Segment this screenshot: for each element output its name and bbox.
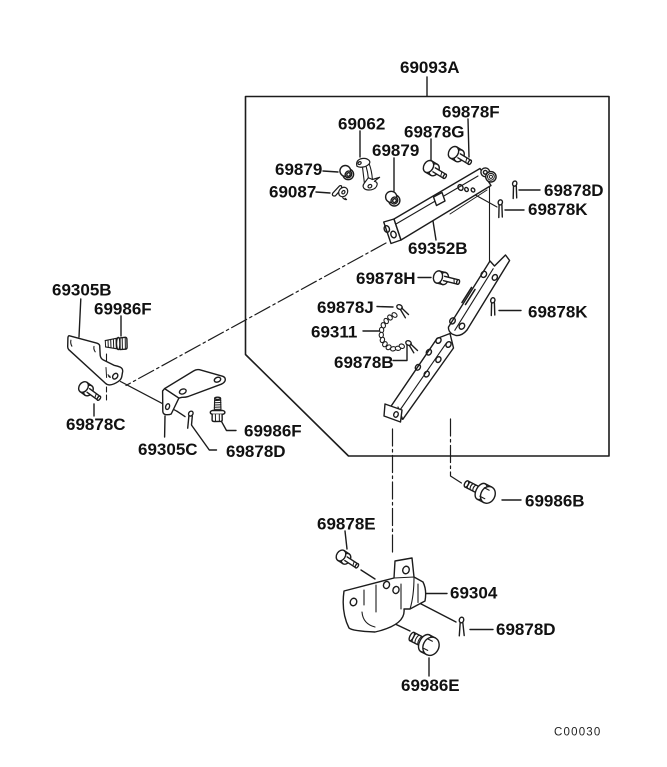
svg-text:69878D: 69878D: [226, 442, 286, 461]
svg-text:69878B: 69878B: [334, 353, 394, 372]
svg-text:69878K: 69878K: [528, 200, 588, 219]
svg-text:69087: 69087: [269, 183, 316, 202]
svg-text:69986F: 69986F: [244, 422, 302, 441]
svg-text:69878C: 69878C: [66, 415, 126, 434]
svg-text:69093A: 69093A: [400, 58, 460, 77]
svg-text:69304: 69304: [450, 584, 498, 603]
svg-text:69878H: 69878H: [356, 269, 416, 288]
svg-text:69879: 69879: [372, 141, 419, 160]
svg-text:69305B: 69305B: [52, 281, 112, 300]
svg-text:69879: 69879: [275, 160, 322, 179]
svg-text:69352B: 69352B: [408, 239, 468, 258]
svg-text:69311: 69311: [311, 323, 357, 342]
svg-text:69878K: 69878K: [528, 303, 588, 322]
svg-text:69878J: 69878J: [317, 298, 374, 317]
svg-text:69305C: 69305C: [138, 440, 198, 459]
svg-text:69986B: 69986B: [525, 492, 585, 511]
svg-text:69062: 69062: [338, 115, 385, 134]
svg-text:69878G: 69878G: [404, 123, 465, 142]
svg-text:69878E: 69878E: [317, 515, 376, 534]
svg-text:69878F: 69878F: [442, 103, 500, 122]
svg-text:69986F: 69986F: [94, 300, 152, 319]
svg-text:C00030: C00030: [554, 727, 601, 739]
svg-text:69878D: 69878D: [496, 620, 556, 639]
svg-text:69986E: 69986E: [401, 676, 460, 695]
svg-text:69878D: 69878D: [544, 181, 604, 200]
